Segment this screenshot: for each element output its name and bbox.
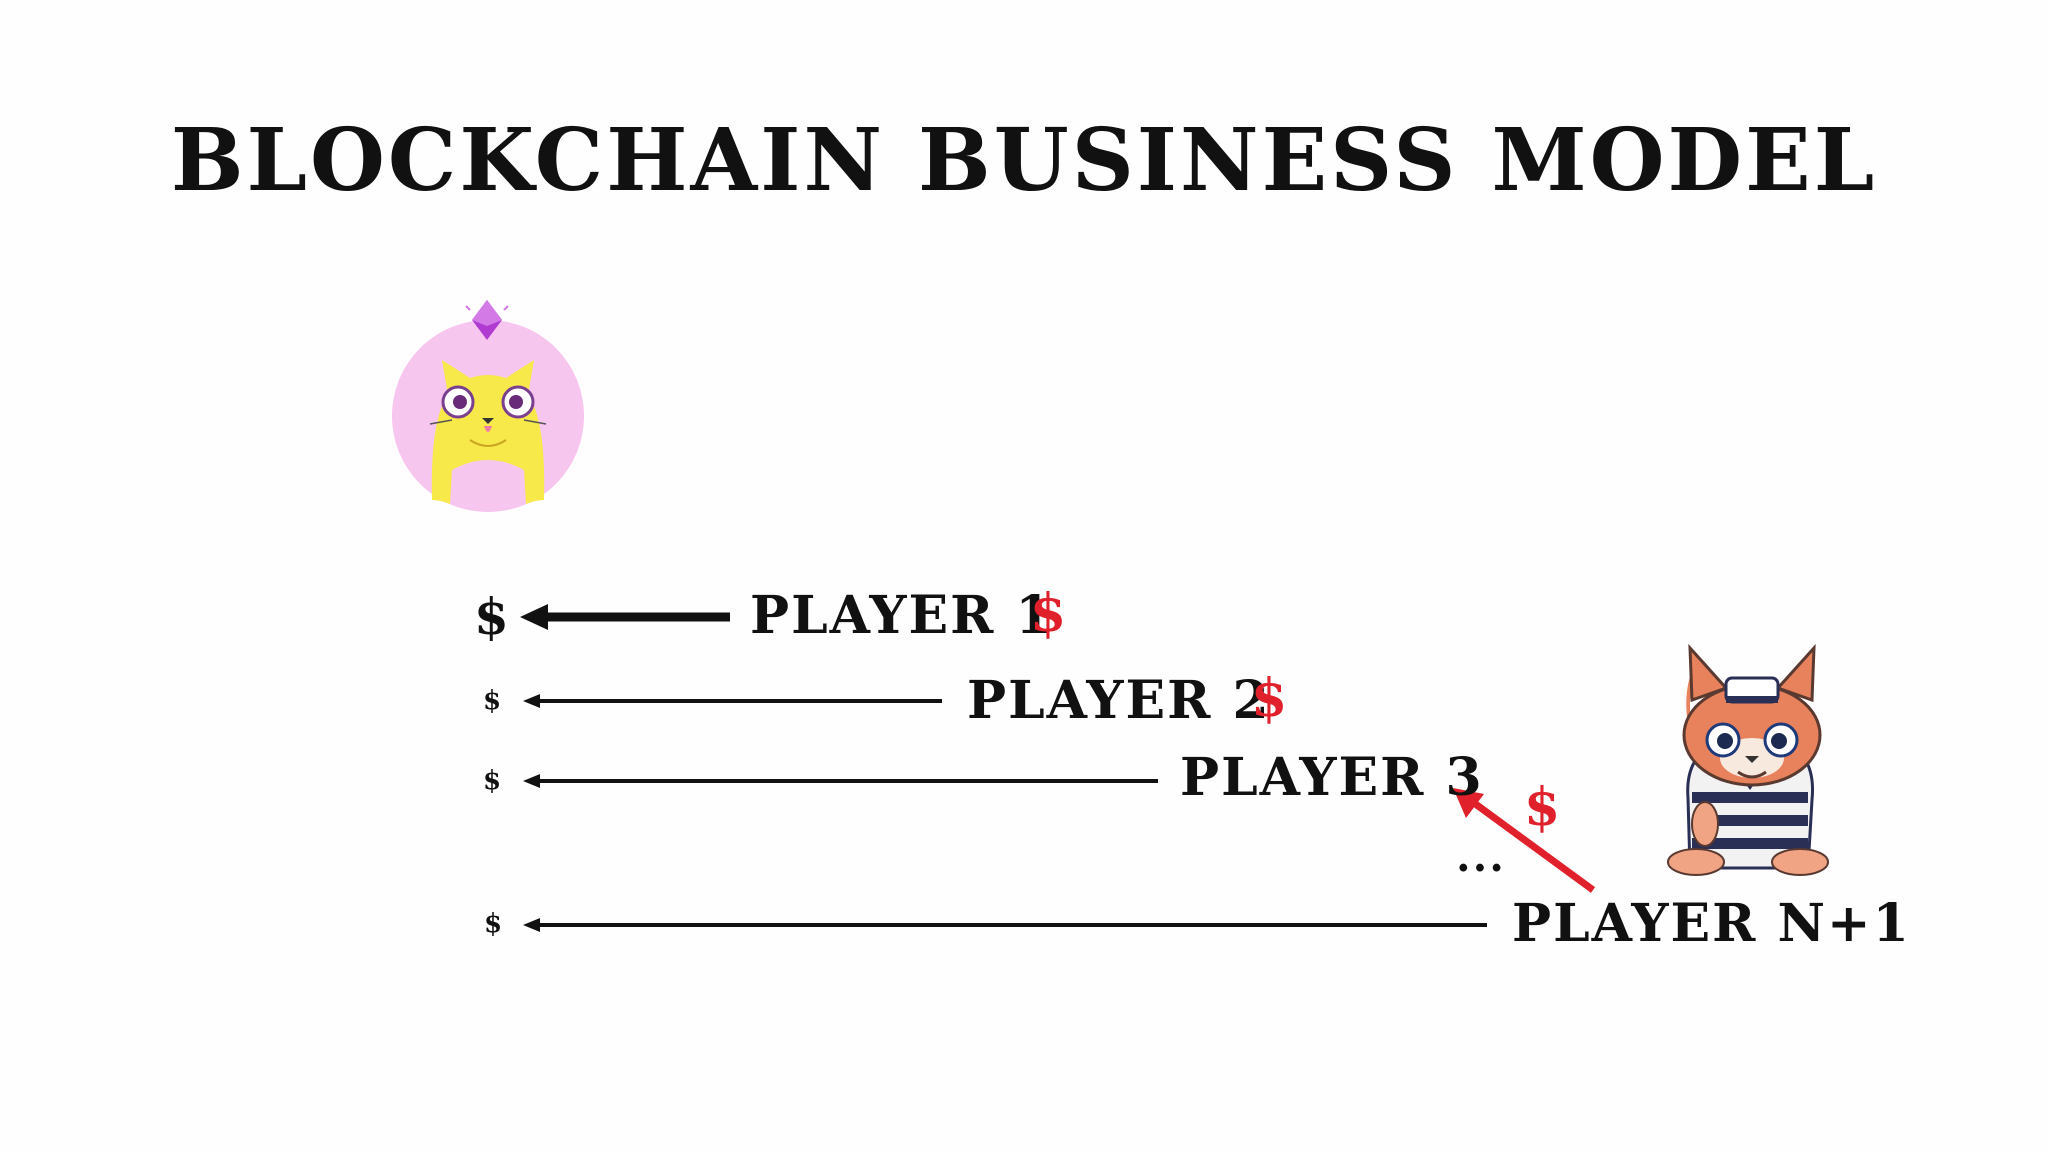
cryptokitties-logo-icon [392,300,584,512]
player-2-label: PLAYER 2 [967,675,1271,727]
player-2-paid-dollar: $ [1251,673,1287,725]
sailor-cat-mascot-icon [1668,648,1828,875]
player-n-plus-1-paid-dollar: $ [1524,782,1560,834]
player-n-plus-1-label: PLAYER N+1 [1512,898,1911,950]
payout-arrow-player-1 [520,604,730,630]
payout-arrow-player-n-plus-1 [523,918,1487,932]
player-3-label: PLAYER 3 [1180,752,1484,804]
player-1-paid-dollar: $ [1030,588,1066,640]
payout-dollar-player-2: $ [483,688,501,714]
payout-dollar-player-3: $ [483,768,501,794]
payout-dollar-player-1: $ [474,592,509,642]
payout-dollar-player-n-plus-1: $ [484,911,502,937]
payout-arrow-player-2 [523,694,942,708]
payout-arrow-player-3 [523,774,1158,788]
ellipsis: ... [1456,836,1506,878]
player-1-label: PLAYER 1 [750,590,1054,642]
